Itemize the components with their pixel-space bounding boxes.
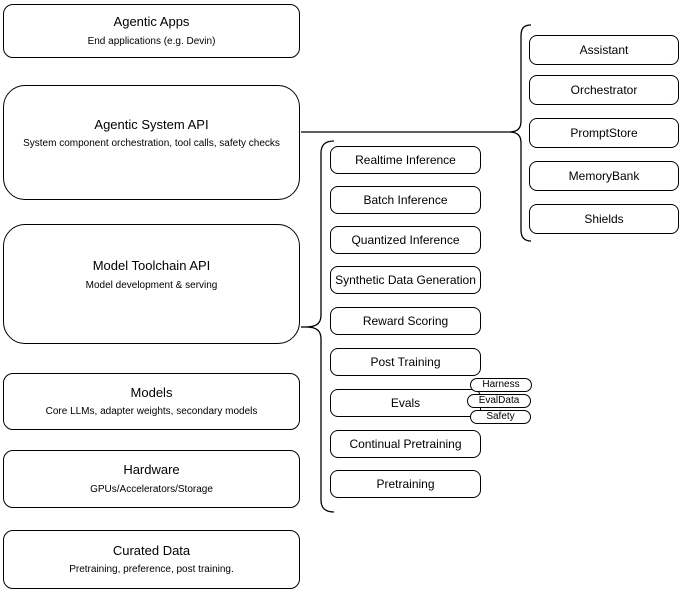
system-item-shields[interactable]: Shields — [529, 204, 679, 234]
toolchain-item-quantized-inference[interactable]: Quantized Inference — [330, 226, 481, 254]
layer-subtitle: End applications (e.g. Devin) — [87, 35, 216, 47]
toolchain-item-reward-scoring[interactable]: Reward Scoring — [330, 307, 481, 335]
layer-subtitle: Core LLMs, adapter weights, secondary mo… — [45, 406, 258, 418]
layer-box-agentic-system-api[interactable]: Agentic System API System component orch… — [3, 85, 300, 200]
layer-title: Models — [130, 384, 173, 400]
system-item-promptstore[interactable]: PromptStore — [529, 118, 679, 148]
toolchain-group-bracket — [305, 140, 335, 513]
layer-title: Hardware — [123, 462, 180, 478]
system-item-assistant[interactable]: Assistant — [529, 35, 679, 65]
toolchain-item-evals[interactable]: Evals — [330, 389, 481, 417]
system-item-memorybank[interactable]: MemoryBank — [529, 161, 679, 191]
layer-box-agentic-apps[interactable]: Agentic Apps End applications (e.g. Devi… — [3, 4, 300, 58]
eval-tag-safety[interactable]: Safety — [470, 410, 531, 424]
layer-subtitle: Model development & serving — [85, 279, 218, 291]
toolchain-item-synthetic-data-generation[interactable]: Synthetic Data Generation — [330, 266, 481, 294]
toolchain-item-pretraining[interactable]: Pretraining — [330, 470, 481, 498]
toolchain-item-continual-pretraining[interactable]: Continual Pretraining — [330, 430, 481, 458]
layer-box-hardware[interactable]: Hardware GPUs/Accelerators/Storage — [3, 450, 300, 508]
layer-subtitle: Pretraining, preference, post training. — [69, 564, 234, 576]
toolchain-item-post-training[interactable]: Post Training — [330, 348, 481, 376]
system-group-bracket — [508, 24, 532, 242]
system-item-orchestrator[interactable]: Orchestrator — [529, 75, 679, 105]
layer-title: Agentic System API — [94, 116, 209, 132]
toolchain-item-batch-inference[interactable]: Batch Inference — [330, 186, 481, 214]
eval-tag-evaldata[interactable]: EvalData — [467, 394, 531, 408]
toolchain-item-realtime-inference[interactable]: Realtime Inference — [330, 146, 481, 174]
layer-subtitle: GPUs/Accelerators/Storage — [90, 483, 213, 495]
layer-box-models[interactable]: Models Core LLMs, adapter weights, secon… — [3, 373, 300, 430]
eval-tag-harness[interactable]: Harness — [470, 378, 532, 392]
layer-subtitle: System component orchestration, tool cal… — [23, 138, 280, 150]
layer-box-curated-data[interactable]: Curated Data Pretraining, preference, po… — [3, 530, 300, 589]
layer-box-model-toolchain-api[interactable]: Model Toolchain API Model development & … — [3, 224, 300, 344]
layer-title: Curated Data — [112, 542, 191, 558]
layer-title: Agentic Apps — [113, 14, 190, 30]
layer-title: Model Toolchain API — [92, 258, 211, 274]
